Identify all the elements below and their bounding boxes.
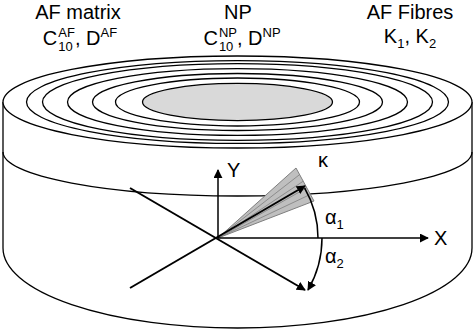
material-parameter: AF (58, 26, 75, 40)
y-axis (217, 170, 219, 238)
angle-label: 1 (337, 217, 344, 232)
lamella (68, 69, 408, 136)
label-group: CAF10, DAF (43, 26, 117, 53)
label-group: α1 (325, 207, 344, 231)
material-parameter: 10 (58, 40, 75, 54)
label-group: AF Fibres (367, 2, 454, 22)
label-group: α2 (325, 246, 344, 270)
region-label: AF Fibres (367, 1, 454, 23)
label-group: CNP10, DNP (203, 26, 280, 53)
region-label: AF matrix (35, 1, 121, 23)
fibre-parameter: 2 (429, 36, 436, 51)
layer-boundary (3, 152, 472, 196)
material-parameter: AF (101, 25, 118, 40)
cone-stroke (218, 188, 307, 238)
fibre-direction (130, 188, 305, 290)
fibre-parameter: , K (404, 25, 428, 47)
lamella (93, 74, 383, 131)
fibre-parameter: K (384, 25, 397, 47)
nucleus-pulposus (143, 83, 333, 120)
angle-arc (305, 188, 318, 238)
lamella (27, 61, 449, 144)
top-face (3, 56, 472, 148)
dispersion-label: κ (318, 149, 328, 171)
material-parameter: , D (75, 27, 101, 49)
angle-label: α (325, 245, 337, 267)
material-parameter: NP (219, 26, 237, 40)
label-group: Y (227, 160, 240, 180)
label-group: AF matrix (35, 2, 121, 22)
lamella (43, 64, 433, 141)
lamella (116, 78, 360, 126)
angle-label: α (325, 206, 337, 228)
label-group: κ (318, 150, 328, 170)
region-label: NP (224, 1, 252, 23)
fibre-direction (130, 186, 305, 288)
material-parameter: , D (237, 27, 263, 49)
label-group: X (434, 228, 447, 248)
axis-label: X (434, 227, 447, 249)
cylinder-side (2, 102, 3, 248)
axis-label: Y (227, 159, 240, 181)
fibre-parameter: 1 (397, 36, 404, 51)
script-stack: AF10 (58, 26, 75, 53)
material-parameter: C (43, 27, 57, 49)
cylinder-bottom (3, 248, 472, 328)
script-stack: NP10 (219, 26, 237, 53)
material-parameter: C (203, 27, 217, 49)
material-parameter: 10 (219, 40, 237, 54)
cone-stroke (218, 194, 310, 238)
x-axis (218, 237, 428, 239)
angle-label: 2 (337, 256, 344, 271)
cylinder-side (471, 102, 472, 248)
label-group: K1, K2 (384, 26, 436, 50)
material-parameter: NP (263, 25, 281, 40)
label-group: NP (224, 2, 252, 22)
angle-arc (308, 238, 322, 290)
